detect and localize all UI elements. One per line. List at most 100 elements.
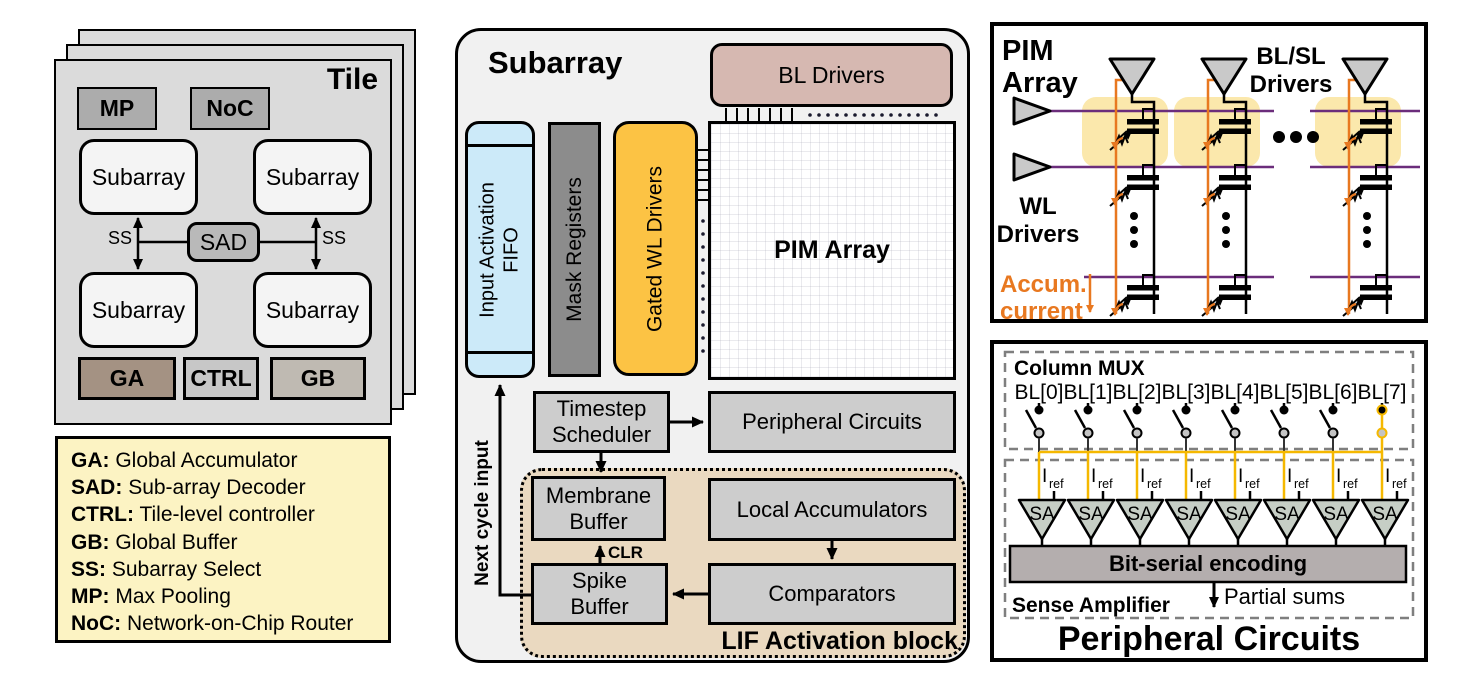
legend-desc: Global Accumulator [115,449,298,472]
svg-text:ref: ref [1343,477,1358,491]
wl-drivers-label-line1: WL [1019,193,1056,220]
fifo-label: Input Activation FIFO [476,182,523,318]
mux-switches [1024,403,1388,452]
legend-abbr: SAD: [71,476,123,500]
subarray-block-bl: Subarray [79,272,198,348]
bl-label-6: BL[6] [1308,381,1357,404]
legend-abbr: GB: [71,530,110,554]
svg-text:I: I [1042,466,1047,487]
pim-column-1 [1108,57,1159,316]
svg-text:SA: SA [1372,504,1398,525]
tile-title: Tile [326,63,378,96]
subarray-select-label-left: SS [107,228,132,248]
accum-current-label-line2: current [1000,298,1083,319]
svg-text:ref: ref [1392,477,1407,491]
accum-current-label-line1: Accum. [1000,271,1087,298]
svg-text:ref: ref [1098,477,1113,491]
timestep-scheduler-block: Timestep Scheduler [533,391,670,453]
peripheral-circuits-title: Peripheral Circuits [1058,620,1360,658]
gated-wl-drivers-block [613,121,698,376]
peripheral-circuits-schematic: Column MUX BL[0] BL[1] BL[2] BL[3] BL[4]… [1003,350,1415,658]
svg-text:ref: ref [1196,477,1211,491]
subarray-decoder-block: SAD [187,222,260,262]
svg-text:I: I [1140,466,1145,487]
legend-item: GA: Global Accumulator [71,447,375,474]
mux-switch-closed [1376,403,1388,452]
blsl-drivers-label-line1: BL/SL [1256,43,1325,70]
subarray-panel-title: Subarray [488,45,623,80]
sense-amp-triangles: SA SA SA SA SA SA SA SA [1017,498,1410,546]
next-cycle-input-label: Next cycle input [472,440,493,586]
pim-array-title-line1: PIM [1002,35,1054,67]
svg-text:I: I [1238,466,1243,487]
svg-text:SA: SA [1323,504,1349,525]
legend-item: SAD: Sub-array Decoder [71,474,375,501]
svg-text:ref: ref [1147,477,1162,491]
legend-item: CTRL: Tile-level controller [71,501,375,528]
mask-registers-block [548,122,601,377]
subarray-block-br: Subarray [253,272,372,348]
pim-column-2 [1200,57,1251,316]
subarray-detail-panel: Subarray BL Drivers Input Activation FIF… [455,28,970,663]
local-accumulators-block: Local Accumulators [708,478,956,541]
global-buffer-block: GB [270,357,366,400]
global-accumulator-block: GA [78,357,176,400]
subarray-block-tr: Subarray [253,139,372,215]
bit-serial-encoding-bar [1008,544,1408,584]
bl-drivers-block: BL Drivers [710,43,953,107]
svg-text:I: I [1091,466,1096,487]
bl-label-0: BL[0] [1014,381,1063,404]
blsl-driver-icon [1200,57,1248,96]
legend-abbr: GA: [71,449,110,472]
bl-label-4: BL[4] [1210,381,1259,404]
column-mux-label: Column MUX [1014,357,1145,380]
membrane-buffer-block: Membrane Buffer [531,476,666,541]
bl-label-1: BL[1] [1063,381,1112,404]
wl-drivers-label-line2: Drivers [997,221,1080,248]
pim-array-block: PIM Array [708,121,956,380]
partial-sums-label: Partial sums [1224,584,1345,609]
bl-label-5: BL[5] [1259,381,1308,404]
ellipsis-dots [1273,131,1319,143]
fifo-divider-bottom [468,351,532,354]
legend-item: SS: Subarray Select [71,556,375,583]
iref-labels: I I I I I I I I ref ref ref ref ref ref … [1042,466,1407,500]
blsl-driver-icon [1341,57,1389,96]
pim-column-3 [1341,57,1392,316]
legend-item: MP: Max Pooling [71,583,375,610]
subarray-select-label-right: SS [322,228,347,248]
sense-amplifier-label: Sense Amplifier [1012,594,1170,617]
bl-label-3: BL[3] [1161,381,1210,404]
legend-desc: Network-on-Chip Router [127,612,354,636]
legend-abbr: CTRL: [71,503,134,527]
legend-desc: Global Buffer [115,530,238,554]
bl-label-2: BL[2] [1112,381,1161,404]
max-pooling-block: MP [77,87,157,130]
legend-abbr: NoC: [71,612,122,636]
clr-label: CLR [608,543,643,562]
svg-text:I: I [1385,466,1390,487]
subarray-block-tl: Subarray [79,139,198,215]
svg-text:SA: SA [1029,504,1055,525]
svg-text:ref: ref [1294,477,1309,491]
sense-amplifier-box [1003,458,1415,620]
svg-text:I: I [1189,466,1194,487]
svg-text:I: I [1287,466,1292,487]
pim-array-schematic: PIM Array BL/SL Drivers WL Drivers Accum… [997,35,1420,319]
column-mux-box [1003,350,1415,451]
legend-desc: Sub-array Decoder [128,476,306,500]
svg-text:ref: ref [1049,477,1064,491]
svg-text:ref: ref [1245,477,1260,491]
tile-controller-block: CTRL [183,357,259,400]
legend-item: GB: Global Buffer [71,529,375,556]
legend-desc: Tile-level controller [139,503,315,527]
spike-buffer-block: Spike Buffer [531,563,668,625]
noc-router-block: NoC [190,87,270,130]
svg-text:SA: SA [1078,504,1104,525]
input-activation-fifo-block [465,121,535,378]
blsl-drivers-label-line2: Drivers [1250,71,1333,98]
legend-desc: Max Pooling [115,585,231,609]
fifo-divider-top [468,144,532,147]
lif-activation-label: LIF Activation block [721,627,958,655]
